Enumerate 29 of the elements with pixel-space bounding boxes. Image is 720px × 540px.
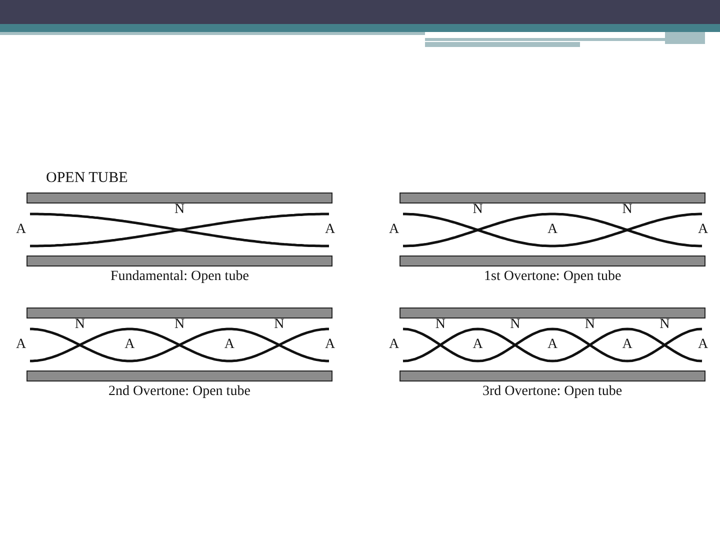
antinode-letter: A [389,223,400,237]
node-letter: N [274,318,284,332]
antinode-letter: A [325,223,336,237]
antinode-letter: A [16,223,26,237]
node-letter: N [510,318,520,332]
caption: Fundamental: Open tube [110,270,249,284]
caption: 3rd Overtone: Open tube [482,385,622,399]
node-letter: N [174,203,185,217]
antinode-letter: A [698,338,708,352]
node-letter: N [660,318,670,332]
caption: 1st Overtone: Open tube [484,270,622,284]
node-letter: N [74,318,85,332]
antinode-letter: A [548,223,558,237]
node-letter: N [174,318,185,332]
antinode-letter: A [124,338,135,352]
antinode-letter: A [472,338,483,352]
antinode-letter: A [548,338,558,352]
antinode-letter: A [698,223,708,237]
node-letter: N [584,318,595,332]
antinode-letter: A [325,338,336,352]
antinode-letter: A [224,338,234,352]
antinode-letter: A [16,338,26,352]
heading: OPEN TUBE [46,170,128,186]
caption: 2nd Overtone: Open tube [108,385,250,399]
node-letter: N [472,203,483,217]
antinode-letter: A [622,338,632,352]
node-letter: N [622,203,632,217]
node-letter: N [435,318,446,332]
antinode-letter: A [389,338,400,352]
